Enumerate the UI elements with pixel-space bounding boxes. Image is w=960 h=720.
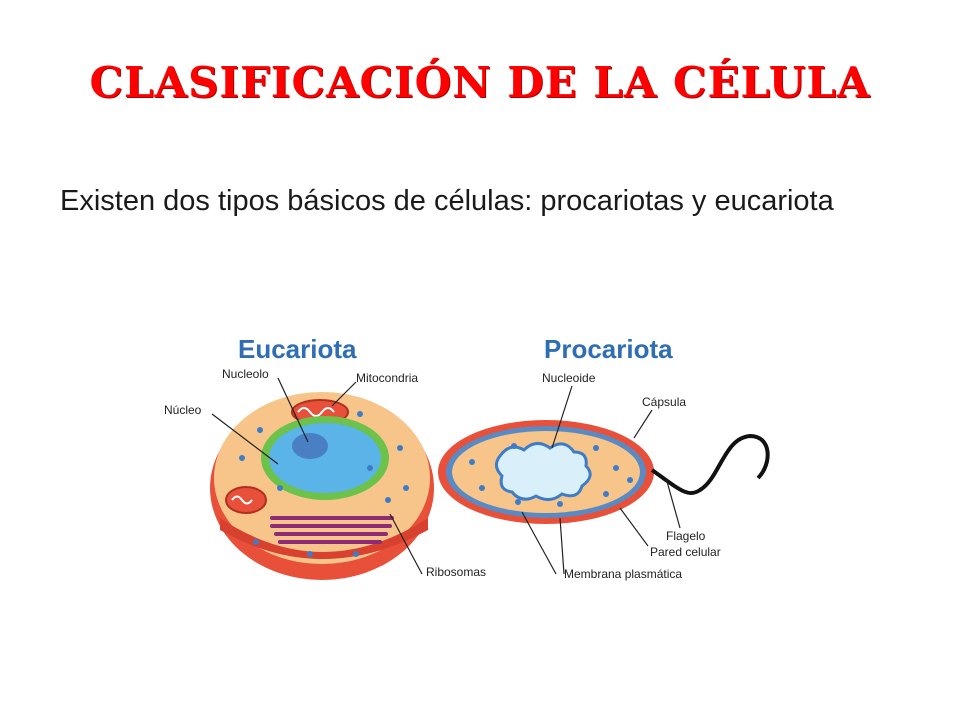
- eukaryote-cell-edge: [220, 518, 428, 559]
- nucleoid: [495, 442, 592, 501]
- label-pared-celular: Pared celular: [650, 545, 721, 559]
- label-nucleoide: Nucleoide: [542, 371, 596, 385]
- prokaryote-leader-lines: [521, 385, 681, 575]
- label-mitocondria: Mitocondria: [356, 371, 418, 385]
- prokaryote-cell: [438, 420, 770, 524]
- slide-body-text: Existen dos tipos básicos de células: pr…: [60, 185, 834, 217]
- label-capsula: Cápsula: [642, 395, 686, 409]
- mitochondrion-1-crista: [297, 407, 335, 417]
- prokaryote-heading: Procariota: [544, 334, 673, 364]
- mitochondrion-2: [225, 486, 267, 514]
- flagellum: [650, 433, 770, 496]
- cell-diagram: Eucariota: [160, 318, 780, 590]
- slide-title: Clasificación de la célula: [89, 58, 871, 107]
- eukaryote-ribosomes: [239, 411, 409, 557]
- mitochondrion-2-crista: [231, 495, 253, 505]
- cell-diagram-svg: Eucariota: [164, 334, 770, 581]
- label-nucleolo: Nucleolo: [222, 367, 269, 381]
- label-flagelo: Flagelo: [666, 529, 706, 543]
- eukaryote-cell: [210, 392, 434, 580]
- endoplasmic-reticulum: [270, 516, 394, 544]
- label-ribosomas: Ribosomas: [426, 565, 486, 579]
- nucleolus: [292, 433, 328, 459]
- eukaryote-heading: Eucariota: [238, 334, 357, 364]
- label-membrana-plasmatica: Membrana plasmática: [564, 567, 682, 581]
- label-nucleo: Núcleo: [164, 403, 202, 417]
- eukaryote-leader-lines: [211, 377, 423, 575]
- prokaryote-ribosomes: [469, 443, 633, 507]
- nucleus: [269, 423, 381, 493]
